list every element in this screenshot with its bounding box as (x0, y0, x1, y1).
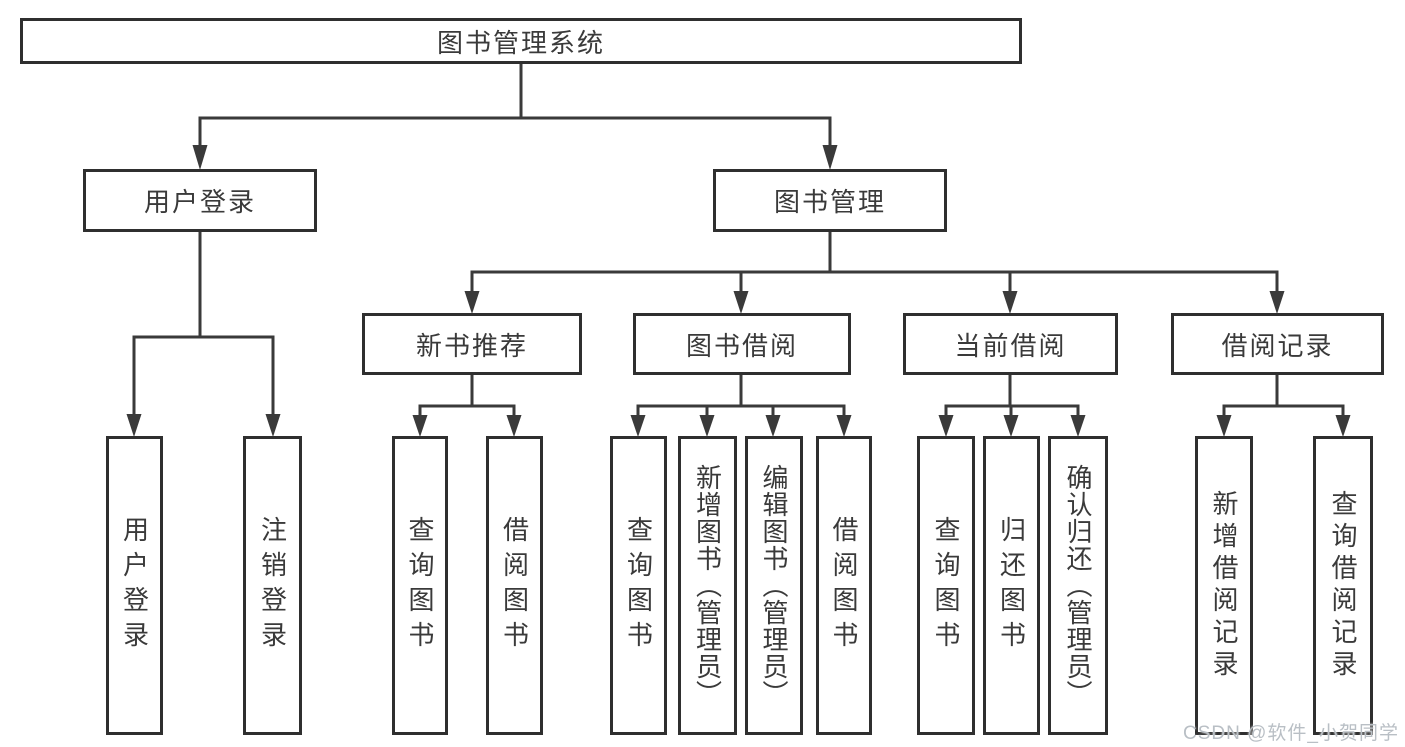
node-user-login: 用户登录 (83, 169, 317, 232)
csdn-watermark: CSDN @软件_小贺同学 (1183, 723, 1399, 744)
node-user-login-label: 用户登录 (143, 187, 256, 217)
node-leaf-logout: 注销登录 (243, 436, 302, 735)
arrowhead-icon (1269, 291, 1285, 314)
node-book-management-label: 图书管理 (773, 187, 886, 217)
node-leaf-cb-confirm-return-label: 确认归还（管理员） (1063, 464, 1093, 707)
node-book-borrow: 图书借阅 (633, 313, 851, 375)
arrowhead-icon (822, 145, 838, 170)
arrowhead-icon (836, 415, 852, 437)
node-borrow-record: 借阅记录 (1171, 313, 1384, 375)
connector-root (192, 62, 838, 170)
node-new-book-recommend: 新书推荐 (362, 313, 582, 375)
node-leaf-br-query-record: 查询借阅记录 (1313, 436, 1373, 735)
connector-book-borrow (630, 373, 852, 437)
arrowhead-icon (1002, 291, 1018, 314)
arrowhead-icon (464, 291, 480, 314)
arrowhead-icon (506, 415, 522, 437)
node-leaf-user-login-label: 用户登录 (119, 515, 150, 656)
node-book-borrow-label: 图书借阅 (685, 330, 798, 361)
node-leaf-rec-query-book: 查询图书 (392, 436, 448, 735)
node-book-management: 图书管理 (713, 169, 947, 232)
node-leaf-cb-query-book: 查询图书 (917, 436, 975, 735)
node-leaf-user-login: 用户登录 (106, 436, 163, 735)
connector-user-login (126, 230, 281, 437)
node-leaf-cb-query-book-label: 查询图书 (931, 515, 961, 656)
node-leaf-rec-borrow-book-label: 借阅图书 (499, 515, 530, 656)
node-leaf-bb-query-book: 查询图书 (610, 436, 667, 735)
arrowhead-icon (699, 415, 715, 437)
node-leaf-rec-borrow-book: 借阅图书 (486, 436, 543, 735)
node-leaf-br-query-record-label: 查询借阅记录 (1328, 489, 1358, 682)
node-leaf-bb-add-book-label: 新增图书（管理员） (692, 464, 723, 707)
node-borrow-record-label: 借阅记录 (1221, 330, 1334, 361)
arrowhead-icon (1216, 415, 1232, 437)
node-leaf-cb-confirm-return: 确认归还（管理员） (1048, 436, 1108, 735)
arrowhead-icon (192, 145, 208, 170)
arrowhead-icon (1003, 415, 1019, 437)
arrowhead-icon (630, 415, 646, 437)
connector-new-book-recommend (412, 373, 522, 437)
arrowhead-icon (1335, 415, 1351, 437)
arrowhead-icon (126, 414, 142, 437)
node-leaf-cb-return-book-label: 归还图书 (996, 515, 1027, 656)
connector-borrow-record (1216, 373, 1351, 437)
node-current-borrow-label: 当前借阅 (954, 330, 1067, 361)
arrowhead-icon (765, 415, 781, 437)
node-new-book-recommend-label: 新书推荐 (415, 330, 528, 361)
arrowhead-icon (265, 414, 281, 437)
node-root: 图书管理系统 (20, 18, 1022, 64)
connector-book-management (464, 230, 1285, 314)
arrowhead-icon (412, 415, 428, 437)
node-leaf-br-add-record: 新增借阅记录 (1195, 436, 1253, 735)
node-leaf-logout-label: 注销登录 (257, 515, 288, 656)
node-current-borrow: 当前借阅 (903, 313, 1118, 375)
node-root-label: 图书管理系统 (436, 27, 605, 58)
node-leaf-br-add-record-label: 新增借阅记录 (1209, 489, 1239, 682)
node-leaf-rec-query-book-label: 查询图书 (405, 515, 435, 656)
node-leaf-bb-edit-book: 编辑图书（管理员） (745, 436, 803, 735)
node-leaf-bb-add-book: 新增图书（管理员） (678, 436, 737, 735)
node-leaf-cb-return-book: 归还图书 (983, 436, 1040, 735)
arrowhead-icon (733, 291, 749, 314)
node-leaf-bb-borrow-book: 借阅图书 (816, 436, 872, 735)
arrowhead-icon (1070, 415, 1086, 437)
connector-current-borrow (938, 373, 1086, 437)
arrowhead-icon (938, 415, 954, 437)
node-leaf-bb-query-book-label: 查询图书 (623, 515, 654, 656)
node-leaf-bb-edit-book-label: 编辑图书（管理员） (759, 464, 789, 707)
node-leaf-bb-borrow-book-label: 借阅图书 (829, 515, 859, 656)
